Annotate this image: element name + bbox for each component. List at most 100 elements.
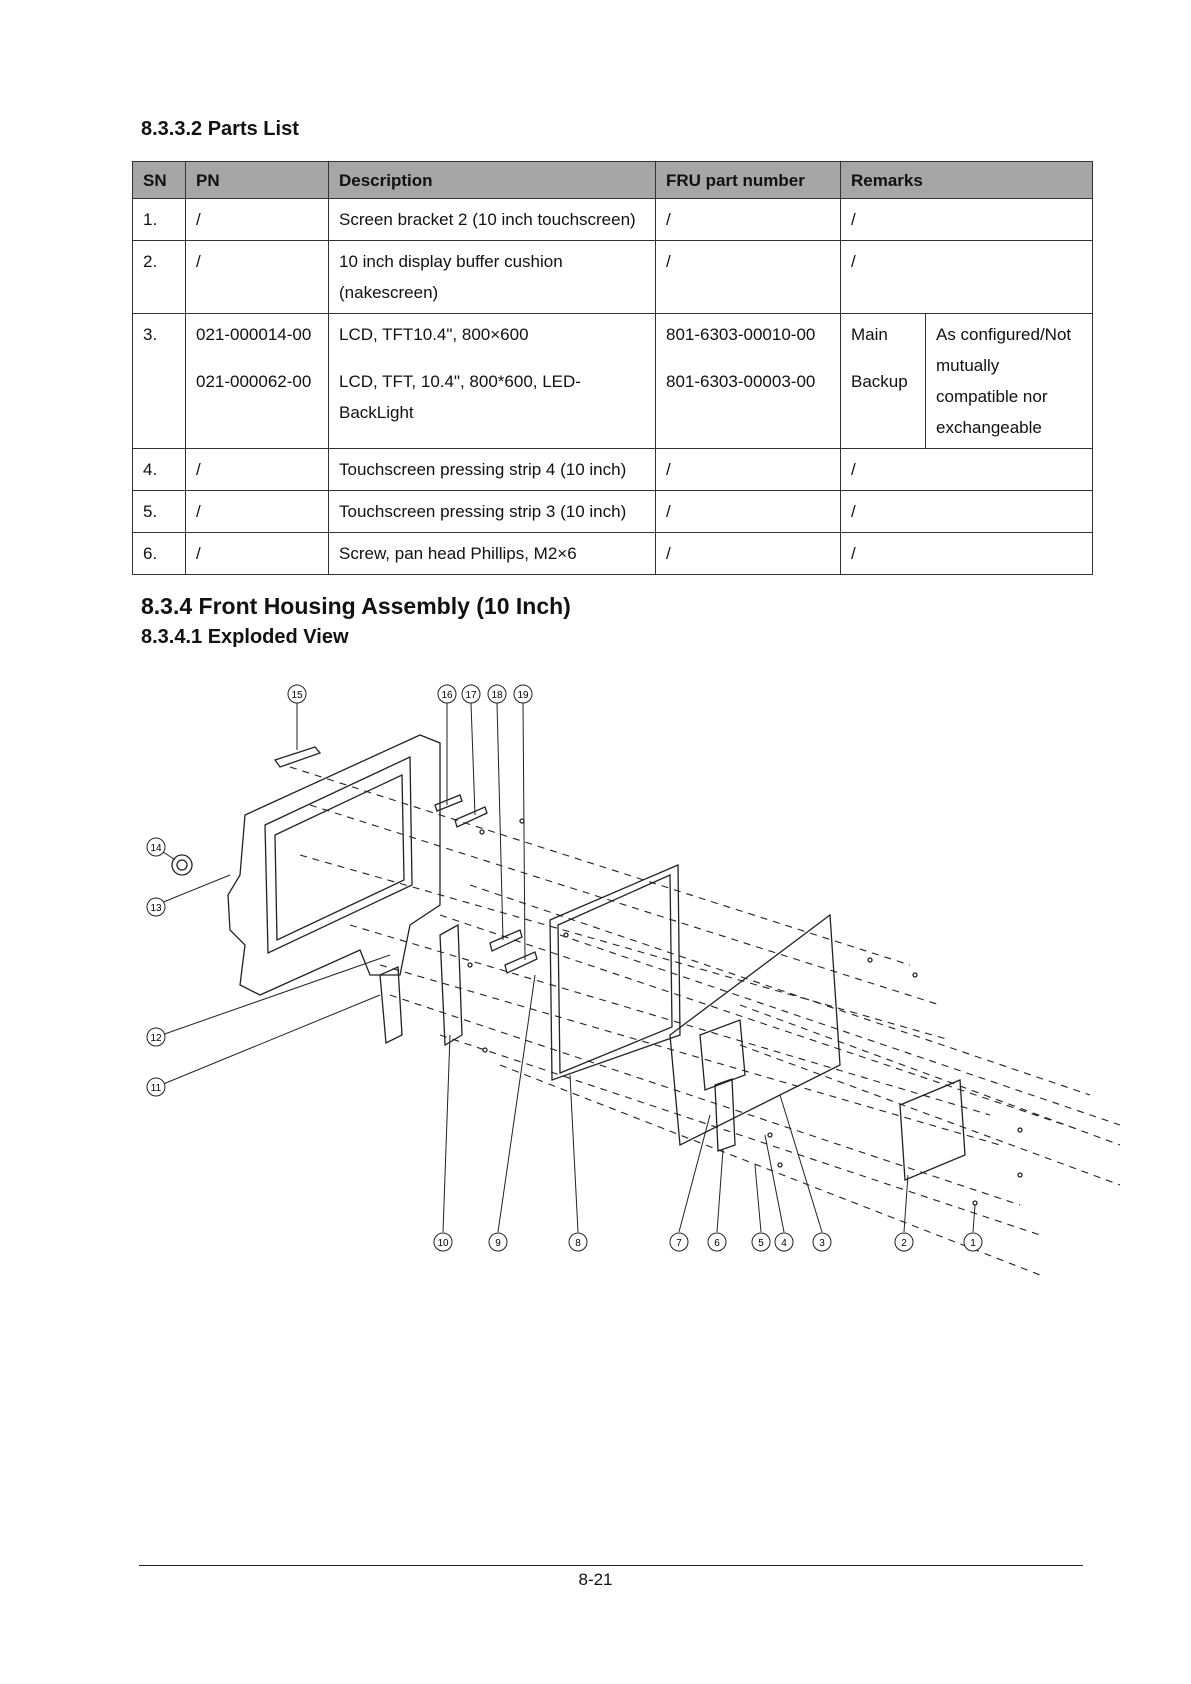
cell-fru: / — [655, 490, 841, 533]
table-header-row: SN PN Description FRU part number Remark… — [132, 161, 1094, 199]
callout-19: 19 — [513, 684, 533, 704]
exploded-view-diagram: 1 2 3 4 5 6 7 8 9 10 11 12 13 14 15 16 1… — [146, 684, 1120, 1276]
svg-text:15: 15 — [291, 690, 303, 701]
part-3-bracket — [669, 913, 841, 1147]
cell-pn: / — [185, 490, 329, 533]
parts-drawing — [155, 702, 1120, 1276]
svg-text:13: 13 — [150, 903, 162, 914]
header-description: Description — [328, 161, 656, 199]
screen-inner-shape — [274, 773, 405, 942]
table-row: 6. / Screw, pan head Phillips, M2×6 / / — [132, 532, 1094, 575]
cell-fru: / — [655, 240, 841, 314]
callout-13: 13 — [146, 897, 166, 917]
cell-pn: / — [185, 448, 329, 491]
part-8-cushion-inner — [557, 874, 673, 1074]
cell-description: 10 inch display buffer cushion (nakescre… — [328, 240, 656, 314]
table-row: 2. / 10 inch display buffer cushion (nak… — [132, 240, 1094, 314]
part-2-board — [899, 1079, 966, 1181]
cell-sn: 4. — [132, 448, 186, 491]
header-pn: PN — [185, 161, 329, 199]
svg-text:19: 19 — [517, 690, 529, 701]
cell-description: Touchscreen pressing strip 4 (10 inch) — [328, 448, 656, 491]
callout-8: 8 — [568, 1232, 588, 1252]
svg-text:16: 16 — [441, 690, 453, 701]
cell-sn: 2. — [132, 240, 186, 314]
cell-sn: 3. — [132, 313, 186, 449]
part-6-shape — [714, 1078, 736, 1152]
screen-window-shape — [264, 755, 413, 955]
cell-note: As configured/Not mutually compatible no… — [924, 313, 1094, 449]
cell-sn: 1. — [132, 198, 186, 241]
header-fru: FRU part number — [655, 161, 841, 199]
table-row: 4. / Touchscreen pressing strip 4 (10 in… — [132, 448, 1094, 491]
part-14-knob-center — [176, 859, 188, 871]
part-8-cushion — [549, 864, 681, 1081]
cell-fru: 801-6303-00003-00 — [655, 360, 841, 449]
callout-18: 18 — [487, 684, 507, 704]
callout-10: 10 — [433, 1232, 453, 1252]
table-row: 3. 021-000014-00 LCD, TFT10.4", 800×600 … — [132, 313, 1094, 449]
page-number: 8-21 — [578, 1570, 613, 1589]
cell-description: Touchscreen pressing strip 3 (10 inch) — [328, 490, 656, 533]
parts-list-heading: 8.3.3.2 Parts List — [141, 118, 299, 140]
cell-remarks: / — [839, 240, 1094, 314]
svg-text:4: 4 — [781, 1238, 787, 1249]
cell-pn: 021-000062-00 — [185, 360, 329, 449]
svg-text:17: 17 — [465, 690, 477, 701]
part-3-detail — [699, 1019, 746, 1091]
part-14-knob — [171, 854, 193, 876]
leader-lines — [155, 702, 976, 1233]
callout-11: 11 — [146, 1077, 166, 1097]
cell-description: LCD, TFT10.4", 800×600 — [328, 313, 656, 361]
svg-text:6: 6 — [714, 1238, 720, 1249]
table-row: 021-000062-00 LCD, TFT, 10.4", 800*600, … — [133, 360, 1093, 449]
callout-9: 9 — [488, 1232, 508, 1252]
cell-pn: / — [185, 240, 329, 314]
callout-6: 6 — [707, 1232, 727, 1252]
callout-15: 15 — [287, 684, 307, 704]
svg-text:18: 18 — [491, 690, 503, 701]
svg-text:10: 10 — [437, 1238, 449, 1249]
svg-text:1: 1 — [970, 1238, 976, 1249]
callout-12: 12 — [146, 1027, 166, 1047]
callout-4: 4 — [774, 1232, 794, 1252]
footer-divider — [139, 1565, 1083, 1566]
callout-17: 17 — [461, 684, 481, 704]
header-remarks: Remarks — [839, 161, 1094, 199]
cell-fru: 801-6303-00010-00 — [655, 313, 841, 361]
callout-14: 14 — [146, 837, 166, 857]
callout-3: 3 — [812, 1232, 832, 1252]
assembly-heading: 8.3.4 Front Housing Assembly (10 Inch) — [141, 593, 571, 619]
cell-fru: / — [655, 198, 841, 241]
table-row: 1. / Screen bracket 2 (10 inch touchscre… — [132, 198, 1094, 241]
assembly-guide-lines — [289, 766, 1120, 1276]
callout-2: 2 — [894, 1232, 914, 1252]
cell-remarks: / — [839, 490, 1094, 533]
part-19-shape — [504, 951, 538, 974]
part-17-shape — [454, 806, 488, 828]
svg-text:9: 9 — [495, 1238, 501, 1249]
svg-text:2: 2 — [901, 1238, 907, 1249]
cell-sn: 5. — [132, 490, 186, 533]
cell-fru: / — [655, 448, 841, 491]
part-16-shape — [434, 794, 463, 812]
svg-text:14: 14 — [150, 843, 162, 854]
cell-remarks: / — [839, 448, 1094, 491]
cell-description: Screw, pan head Phillips, M2×6 — [328, 532, 656, 575]
svg-text:7: 7 — [676, 1238, 682, 1249]
callout-5: 5 — [751, 1232, 771, 1252]
cell-remarks: Main — [840, 313, 926, 361]
cell-pn: / — [185, 532, 329, 575]
svg-text:11: 11 — [151, 1083, 162, 1094]
cell-fru: / — [655, 532, 841, 575]
cell-sn: 6. — [132, 532, 186, 575]
cell-pn: / — [185, 198, 329, 241]
part-18-shape — [489, 929, 523, 952]
cell-remarks: / — [839, 198, 1094, 241]
callout-16: 16 — [437, 684, 457, 704]
screws — [467, 818, 1023, 1206]
cell-description: LCD, TFT, 10.4", 800*600, LED-BackLight — [328, 360, 656, 449]
cell-pn: 021-000014-00 — [185, 313, 329, 361]
parts-table: SN PN Description FRU part number Remark… — [132, 161, 1094, 575]
part-15-shape — [273, 746, 322, 768]
